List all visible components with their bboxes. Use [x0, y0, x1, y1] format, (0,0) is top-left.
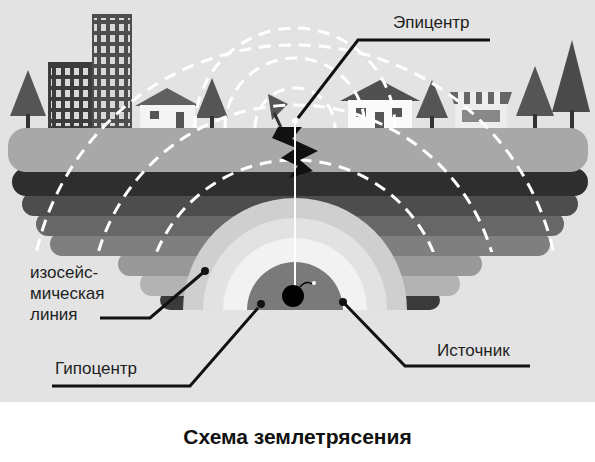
buildings-part [340, 80, 420, 101]
leader-lines-part [52, 308, 258, 386]
epicenter-axis-part [292, 118, 298, 124]
leader-lines-part [343, 302, 530, 366]
leader-dots-part [339, 298, 347, 306]
seismic-waves-part-part [90, 105, 500, 252]
buildings-part [458, 92, 464, 104]
buildings-part [135, 88, 200, 106]
trees-part [416, 80, 448, 118]
trees-part [273, 112, 282, 128]
epicenter-axis-part [294, 120, 296, 286]
seismic-waves-part-part [30, 45, 560, 252]
trees [10, 40, 590, 130]
buildings-part [51, 66, 89, 126]
buildings-part [482, 92, 488, 104]
seismic-waves-part [225, 58, 365, 128]
buildings-part [450, 92, 512, 104]
ground-layers [8, 128, 588, 310]
trees-part [552, 40, 590, 112]
trees-part [430, 116, 434, 130]
callout-label: Эпицентр [393, 12, 470, 33]
leader-dots-part [257, 300, 265, 308]
buildings-part [455, 100, 507, 130]
hypocenter-bomb-part [312, 281, 316, 285]
leader-lines-part [100, 271, 205, 318]
seismic-waves-part [30, 45, 560, 252]
hypocenter-bomb-part [282, 285, 304, 307]
hypocenter-bomb-part [300, 283, 312, 287]
leader-lines [52, 40, 530, 386]
trees-part [533, 114, 537, 130]
sky-part [0, 0, 595, 402]
buildings-part [94, 18, 130, 126]
leader-dots [201, 267, 347, 308]
leader-lines-part [298, 40, 490, 118]
buildings-part [48, 62, 92, 130]
sky [0, 0, 595, 402]
buildings-part [140, 105, 195, 130]
seismic-waves [30, 28, 560, 310]
caption: Схема землетрясения [0, 424, 595, 450]
trees-part [570, 110, 574, 130]
leader-dots-part [201, 267, 209, 275]
trees-part [10, 70, 46, 116]
seismic-waves-part [195, 28, 395, 128]
callout-label: Гипоцентр [55, 358, 137, 379]
hypocenter-bomb [282, 281, 316, 307]
epicenter-axis [292, 118, 298, 286]
trees-part [516, 66, 554, 116]
buildings-part [176, 112, 184, 130]
trees-part [26, 114, 30, 130]
buildings-part [494, 92, 500, 104]
buildings-part [150, 111, 159, 119]
buildings-part [470, 92, 476, 104]
callout-label: изосейс- мическая линия [30, 262, 125, 325]
callout-label: Источник [437, 340, 510, 361]
buildings-part [92, 14, 132, 130]
trees-part [210, 116, 214, 130]
